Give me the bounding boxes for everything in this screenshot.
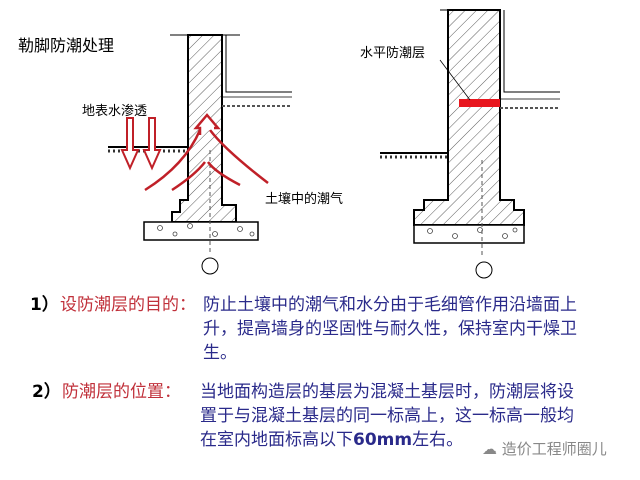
point-text-line: 防止土壤中的潮气和水分由于毛细管作用沿墙面上: [203, 295, 577, 315]
water-arrow-icon: [120, 117, 162, 171]
axis-marker: [475, 261, 493, 279]
point-number: 1）: [30, 295, 59, 315]
point-text-line: 在室内地面标高以下60mm左右。: [200, 430, 464, 450]
damp-proof-course: [459, 99, 500, 107]
water-label: 地表水渗透: [82, 104, 147, 119]
axis-marker: [201, 257, 219, 275]
slide-title: 勒脚防潮处理: [18, 36, 115, 55]
moisture-label: 土壤中的潮气: [265, 191, 343, 207]
left-wall-diagram: 地表水渗透 土壤中的潮气: [82, 34, 343, 275]
wall-footing: [413, 9, 525, 226]
moisture-arrow-icon: [144, 113, 269, 192]
point-text-line: 置于与混凝土基层的同一标高上，这一标高一般均: [200, 406, 574, 426]
point-heading: 设防潮层的目的：: [60, 295, 196, 315]
point-heading: 防潮层的位置：: [62, 382, 181, 402]
concrete-base: [413, 224, 525, 244]
watermark: ☁ 造价工程师圈儿: [482, 440, 607, 458]
point-text-line: 生。: [203, 343, 237, 363]
point-number: 2）: [32, 382, 61, 402]
concrete-base: [143, 221, 259, 241]
dpc-label: 水平防潮层: [360, 45, 425, 61]
wechat-icon: ☁: [482, 440, 502, 458]
point-text-line: 升，提高墙身的坚固性与耐久性，保持室内干燥卫: [203, 319, 577, 339]
right-wall-diagram: 水平防潮层: [360, 9, 560, 279]
point-text-line: 当地面构造层的基层为混凝土基层时，防潮层将设: [200, 382, 574, 402]
